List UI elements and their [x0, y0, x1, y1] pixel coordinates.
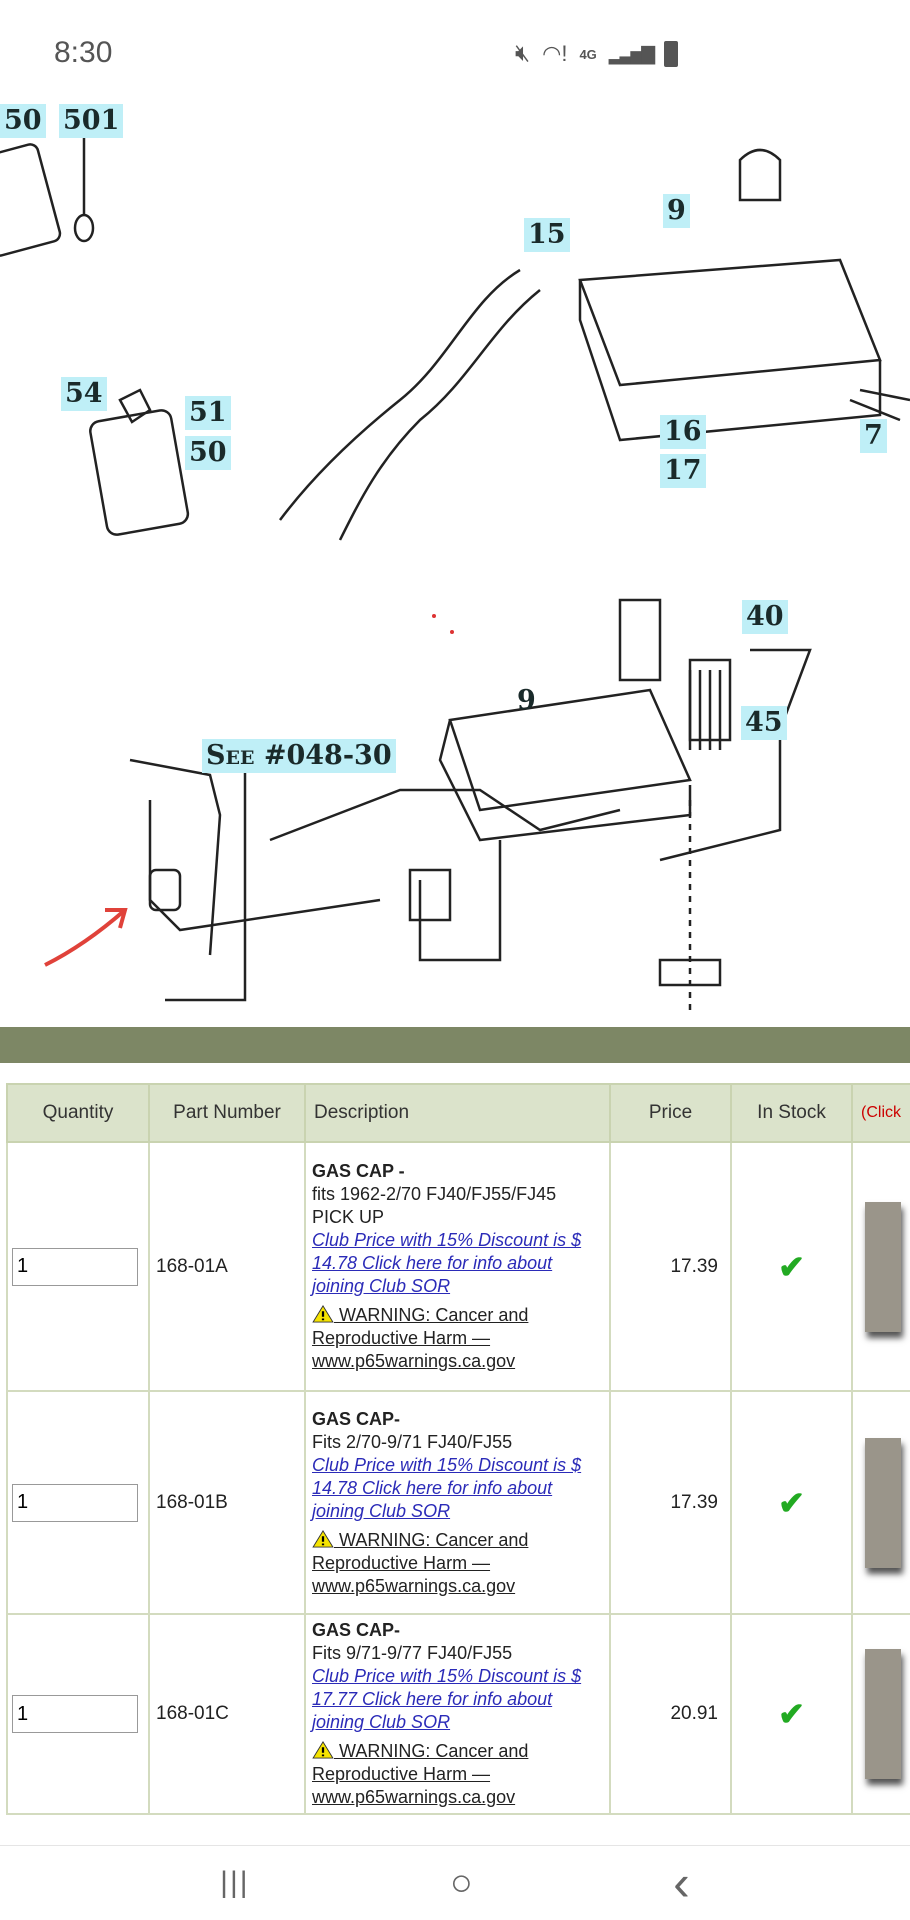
callout-50: 50	[0, 104, 46, 138]
callout-45: 45	[741, 706, 787, 740]
callout-9b: 9	[517, 685, 536, 716]
part-title: GAS CAP -	[312, 1161, 405, 1181]
product-thumbnail[interactable]	[865, 1649, 901, 1779]
header-quantity: Quantity	[6, 1083, 150, 1143]
fits-text: Fits 9/71-9/77 FJ40/FJ55	[312, 1643, 513, 1663]
home-button[interactable]: ○	[449, 1861, 473, 1904]
see-reference: See #048-30	[202, 739, 396, 773]
callout-16: 16	[660, 415, 706, 449]
status-bar: 8:30 🔇︎ ◠! 4G ▂▃▅▇	[0, 0, 910, 100]
quantity-input[interactable]	[12, 1695, 138, 1733]
signal-icon: ▂▃▅▇	[608, 43, 655, 64]
callout-7: 7	[860, 419, 887, 453]
parts-table: Quantity Part Number Description Price I…	[6, 1083, 910, 1815]
callout-51: 51	[185, 396, 231, 430]
price: 20.91	[609, 1613, 732, 1815]
table-row: 168-01C GAS CAP- Fits 9/71-9/77 FJ40/FJ55…	[6, 1613, 910, 1815]
callout-54: 54	[61, 377, 107, 411]
battery-icon	[664, 41, 679, 67]
prop65-warning-link[interactable]: WARNING: Cancer and Reproductive Harm — …	[312, 1529, 529, 1596]
price: 17.39	[609, 1141, 732, 1392]
table-row: 168-01B GAS CAP-Fits 2/70-9/71 FJ40/FJ55…	[6, 1390, 910, 1615]
quantity-input[interactable]	[12, 1247, 138, 1286]
prop65-warning-link[interactable]: WARNING: Cancer and Reproductive Harm — …	[312, 1741, 529, 1807]
back-button[interactable]: ‹	[673, 1855, 690, 1911]
callout-501: 501	[59, 104, 124, 138]
callout-17: 17	[660, 454, 706, 488]
quantity-input[interactable]	[12, 1483, 138, 1522]
warning-icon	[312, 1741, 334, 1759]
callout-40: 40	[742, 600, 788, 634]
header-part-number: Part Number	[148, 1083, 306, 1143]
part-title: GAS CAP-	[312, 1408, 401, 1429]
part-number: 168-01C	[148, 1613, 306, 1815]
wifi-alert-icon: ◠!	[542, 41, 568, 66]
warning-icon	[312, 1305, 334, 1323]
fits-text: Fits 2/70-9/71 FJ40/FJ55	[312, 1431, 513, 1452]
prop65-warning-link[interactable]: WARNING: Cancer and Reproductive Harm — …	[312, 1305, 529, 1371]
navigation-bar: ||| ○ ‹	[0, 1845, 910, 1920]
fits-text: fits 1962-2/70 FJ40/FJ55/FJ45 PICK UP	[312, 1184, 557, 1227]
price: 17.39	[609, 1390, 732, 1615]
warning-icon	[312, 1529, 334, 1548]
callout-50b: 50	[185, 436, 231, 470]
club-price-link[interactable]: Club Price with 15% Discount is $ 17.77 …	[312, 1666, 582, 1732]
header-image: (Click	[851, 1083, 910, 1143]
mute-icon: 🔇︎	[515, 40, 531, 67]
header-description: Description	[304, 1083, 611, 1143]
4g-lte-icon: 4G	[579, 46, 597, 62]
table-header: Quantity Part Number Description Price I…	[6, 1083, 910, 1143]
in-stock-check-icon: ✔	[730, 1390, 853, 1615]
section-bar	[0, 1027, 910, 1063]
club-price-link[interactable]: Club Price with 15% Discount is $ 14.78 …	[312, 1454, 582, 1521]
table-row: 168-01A GAS CAP - fits 1962-2/70 FJ40/FJ5…	[6, 1141, 910, 1392]
fuel-system-diagram: 50 501 15 9 54 51 50 16 17 7 40 9 45 See…	[0, 100, 910, 1020]
club-price-link[interactable]: Club Price with 15% Discount is $ 14.78 …	[312, 1230, 582, 1296]
header-price: Price	[609, 1083, 732, 1143]
in-stock-check-icon: ✔	[730, 1613, 853, 1815]
part-number: 168-01B	[148, 1390, 306, 1615]
product-thumbnail[interactable]	[865, 1437, 901, 1568]
in-stock-check-icon: ✔	[730, 1141, 853, 1392]
clock: 8:30	[54, 36, 113, 69]
callout-9: 9	[663, 194, 690, 228]
recents-button[interactable]: |||	[220, 1866, 250, 1899]
part-number: 168-01A	[148, 1141, 306, 1392]
part-title: GAS CAP-	[312, 1620, 401, 1640]
header-in-stock: In Stock	[730, 1083, 853, 1143]
product-thumbnail[interactable]	[865, 1201, 901, 1332]
callout-15: 15	[524, 218, 570, 252]
